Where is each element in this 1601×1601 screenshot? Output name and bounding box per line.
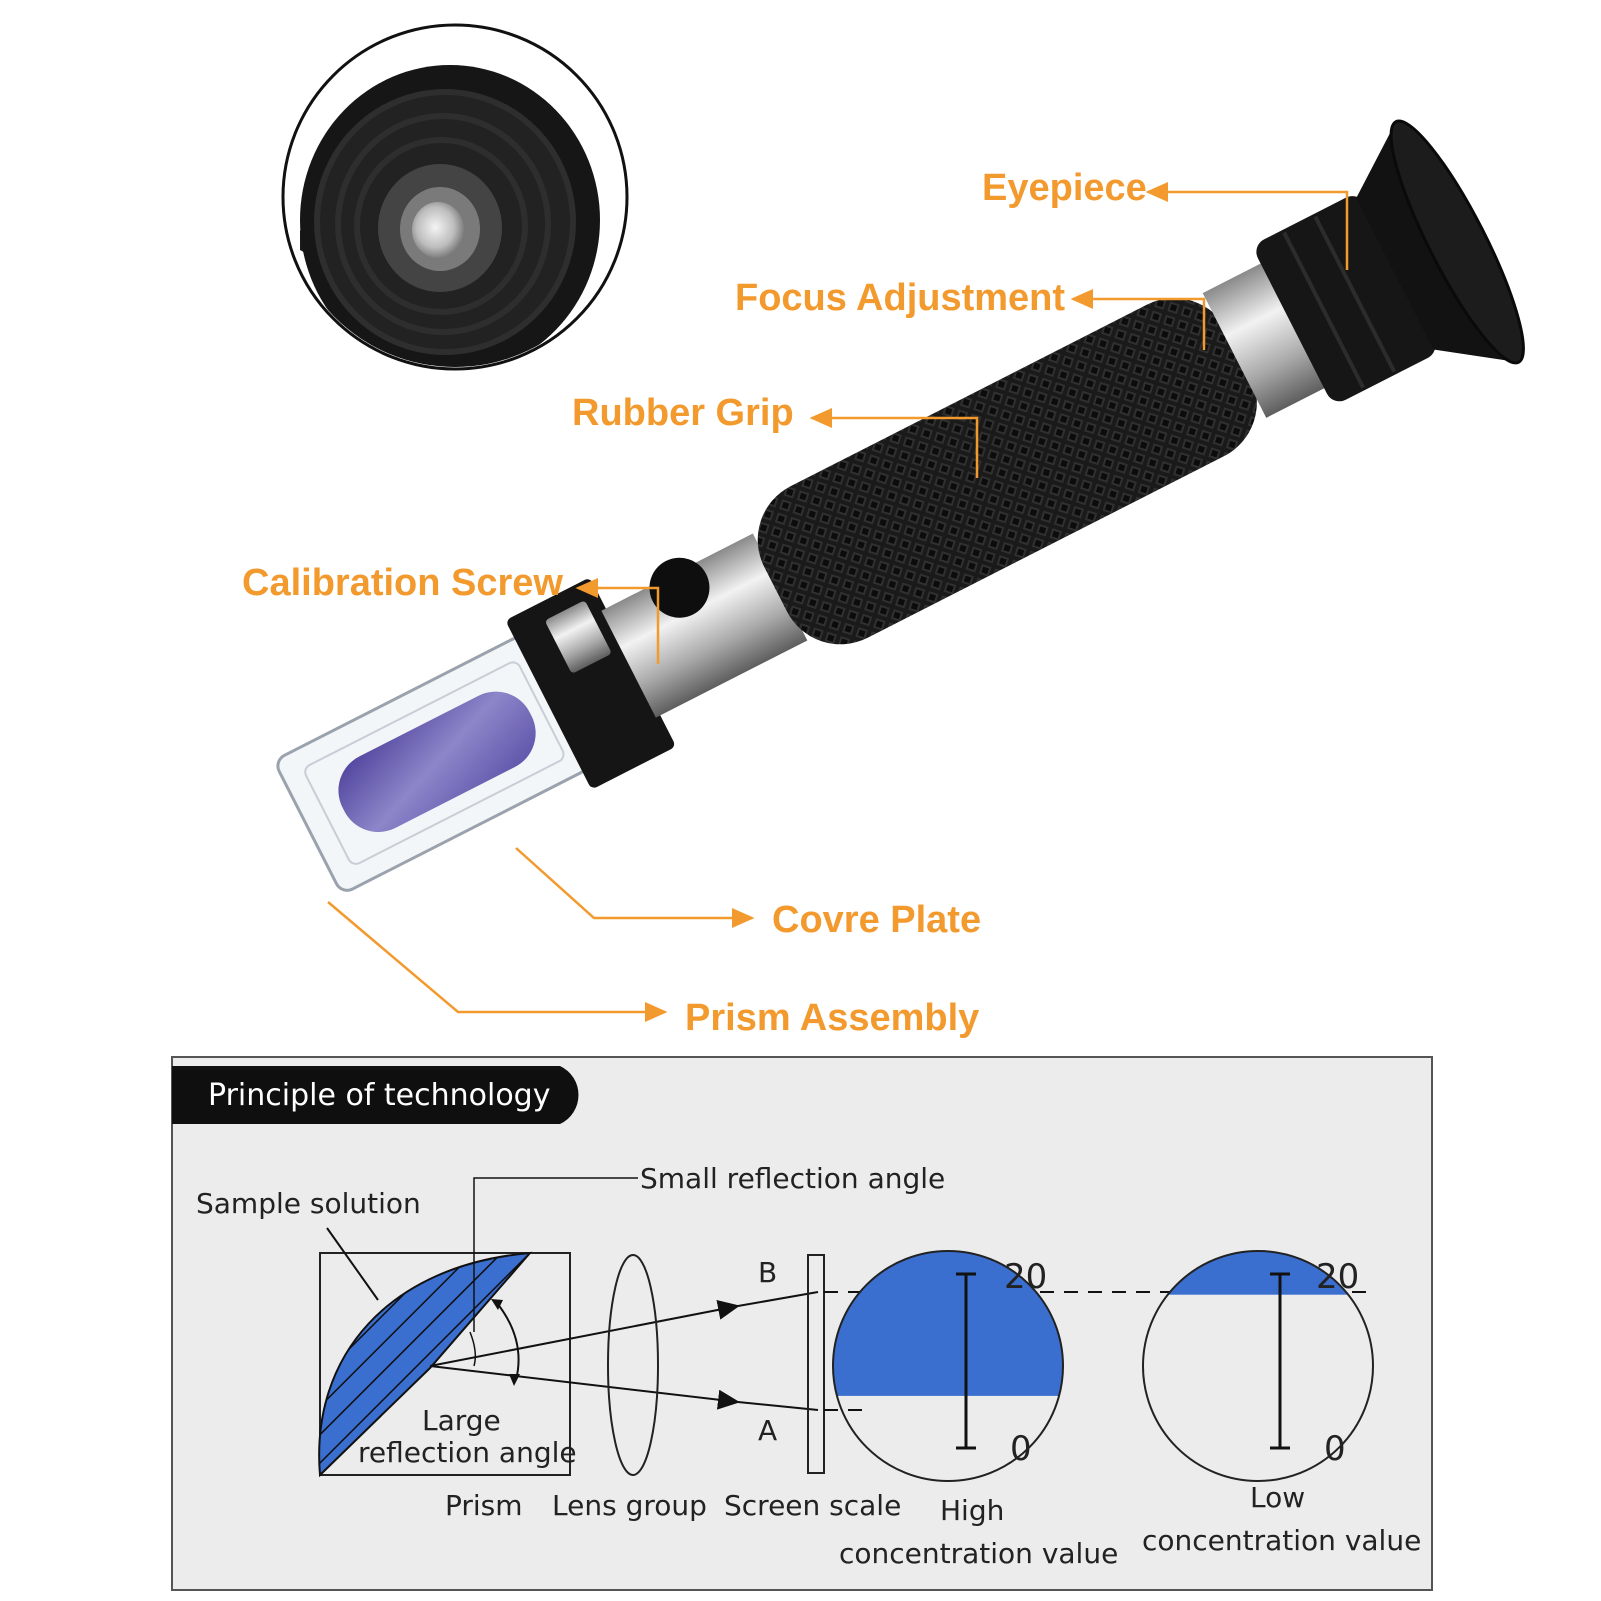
prism-assembly-label: Prism Assembly (685, 997, 979, 1039)
prism-glass (338, 691, 536, 832)
eyepiece-closeup-photo (281, 23, 629, 371)
principle-panel: Principle of technology Sample solution … (171, 1056, 1433, 1591)
large-reflection-angle-label-1: Large (422, 1404, 501, 1437)
principle-header: Principle of technology (208, 1078, 550, 1113)
calibration-screw-label: Calibration Screw (242, 562, 563, 604)
high-scale-top: 20 (1004, 1257, 1047, 1297)
lens-group (607, 1254, 659, 1476)
lens-group-label: Lens group (552, 1489, 707, 1522)
sample-solution-label: Sample solution (196, 1187, 421, 1220)
high-label-2: concentration value (839, 1537, 1118, 1570)
focus-ring (1256, 196, 1436, 402)
screen-scale (807, 1254, 825, 1474)
point-b-label: B (758, 1256, 777, 1289)
chrome-collar-rear (1202, 261, 1329, 418)
focus-adjustment-label: Focus Adjustment (735, 277, 1065, 319)
prism-box (319, 1252, 571, 1476)
refractometer-photo (276, 119, 1525, 892)
high-label-1: High (940, 1494, 1004, 1527)
chrome-collar-front (601, 533, 808, 718)
screen-scale-label: Screen scale (724, 1489, 901, 1522)
small-reflection-angle-label: Small reflection angle (640, 1162, 945, 1195)
low-scale-bottom: 0 (1324, 1429, 1346, 1469)
rubber-grip (757, 298, 1257, 645)
rubber-grip-label: Rubber Grip (572, 392, 794, 434)
cover-plate-label: Covre Plate (772, 899, 981, 941)
callout-leaders (327, 182, 1349, 1022)
prism-label: Prism (445, 1489, 523, 1522)
low-scale-top: 20 (1316, 1257, 1359, 1297)
large-reflection-angle-label-2: reflection angle (358, 1436, 577, 1469)
low-label-1: Low (1250, 1481, 1305, 1514)
eyepiece-label: Eyepiece (982, 167, 1147, 209)
high-scale-bottom: 0 (1010, 1429, 1032, 1469)
low-label-2: concentration value (1142, 1524, 1421, 1557)
calibration-screw (649, 557, 710, 618)
point-a-label: A (758, 1414, 777, 1447)
principle-header-tab (172, 1066, 579, 1124)
sample-solution-region (318, 1251, 533, 1478)
hinge-block (507, 579, 675, 788)
